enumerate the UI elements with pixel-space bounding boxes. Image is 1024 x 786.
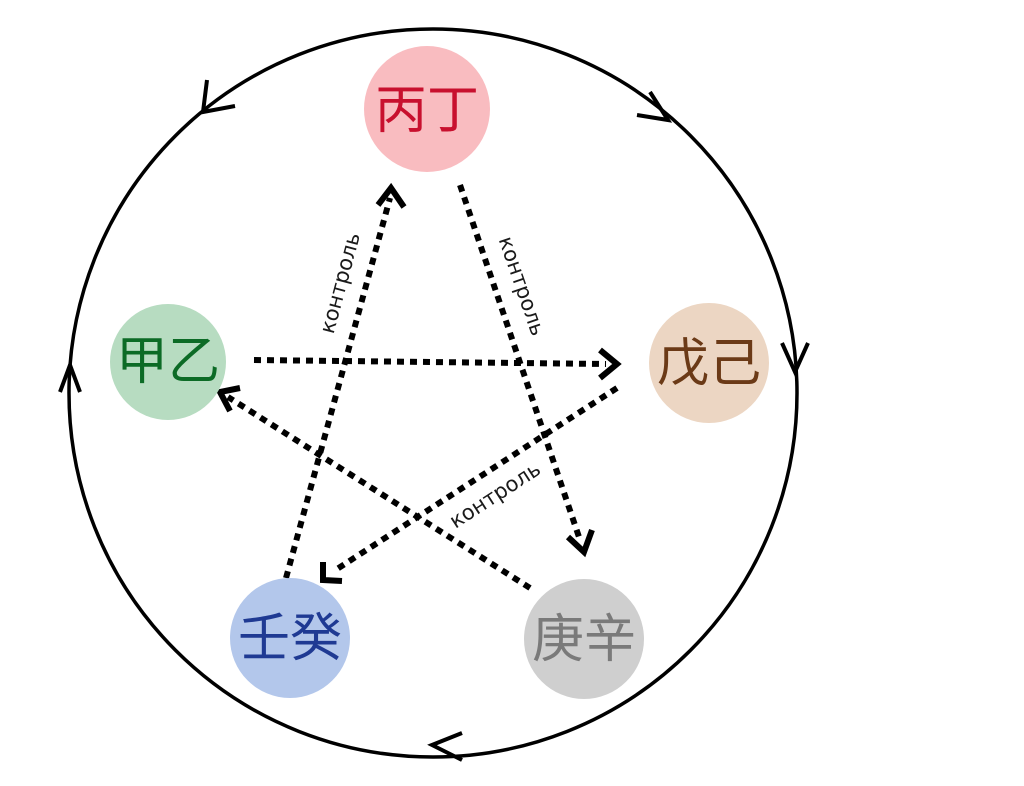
node-water-label: 壬癸 <box>238 609 342 669</box>
cycle-circle <box>67 27 799 759</box>
control-arrow-fire-metal <box>565 528 595 558</box>
element-nodes: 丙丁 戊己 庚辛 壬癸 甲乙 <box>110 46 769 699</box>
node-fire-label: 丙丁 <box>375 81 479 141</box>
edge-label-water-fire: контроль <box>315 230 365 336</box>
edge-labels: контроль контроль контроль <box>315 230 550 533</box>
control-line-earth-water <box>332 385 619 574</box>
control-line-water-fire <box>283 197 393 579</box>
cycle-arrows <box>58 79 810 762</box>
node-metal-label: 庚辛 <box>532 610 636 670</box>
cycle-arrow-wood-fire <box>200 79 236 115</box>
node-earth-label: 戊己 <box>657 334 761 394</box>
node-wood-circle <box>110 304 226 420</box>
node-earth: 戊己 <box>649 303 769 423</box>
node-wood-label: 甲乙 <box>116 332 220 392</box>
node-earth-circle <box>649 303 769 423</box>
node-fire: 丙丁 <box>364 46 490 172</box>
node-fire-circle <box>364 46 490 172</box>
control-arrow-water-fire <box>375 182 407 209</box>
cycle-arrow-water-wood <box>58 359 82 393</box>
node-metal: 庚辛 <box>524 579 644 699</box>
control-arrow-earth-water <box>320 562 343 584</box>
edge-label-fire-metal: контроль <box>494 233 550 339</box>
node-metal-circle <box>524 579 644 699</box>
control-arrow-wood-earth <box>598 347 622 381</box>
cycle-arrow-earth-metal <box>780 342 810 377</box>
node-water: 壬癸 <box>230 578 350 698</box>
control-line-fire-metal <box>457 184 583 541</box>
cycle-arrow-metal-water <box>427 731 463 762</box>
node-water-circle <box>230 578 350 698</box>
control-line-wood-earth <box>253 357 607 367</box>
node-wood: 甲乙 <box>110 304 226 420</box>
cycle-arrow-fire-earth <box>636 90 673 123</box>
control-arrow-metal-wood <box>215 385 241 413</box>
control-edges <box>215 182 622 591</box>
